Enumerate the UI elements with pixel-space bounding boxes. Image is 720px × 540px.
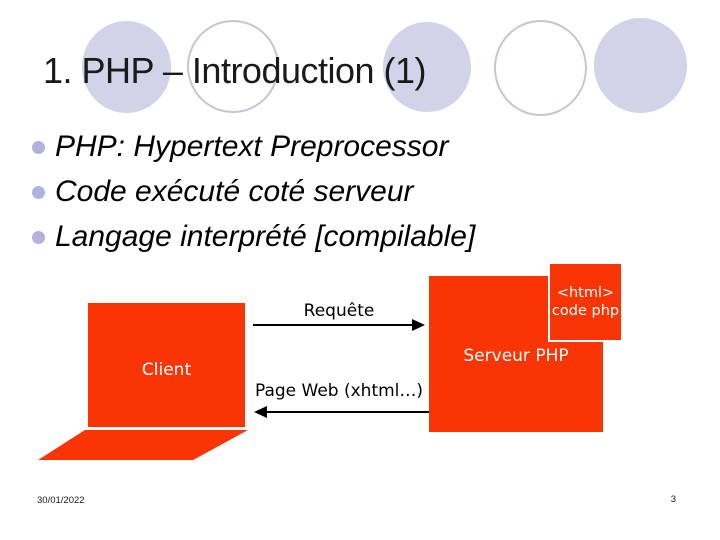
server-label: Serveur PHP	[463, 346, 569, 366]
code-box-line1: <html>	[556, 285, 615, 301]
request-arrow-line	[253, 324, 413, 326]
bullet-item: Langage interprété [compilable]	[30, 214, 475, 259]
bullet-list: PHP: Hypertext Preprocessor Code exécuté…	[30, 124, 475, 259]
client-label: Client	[141, 360, 192, 380]
bullet-text: Langage interprété [compilable]	[55, 220, 476, 253]
decorative-circle-1	[82, 21, 171, 113]
code-box-line2: code php	[551, 303, 620, 319]
decorative-circle-4	[494, 20, 587, 116]
bullet-dot-icon	[32, 231, 45, 244]
bullet-item: PHP: Hypertext Preprocessor	[30, 124, 475, 169]
response-arrow-line	[266, 411, 429, 413]
footer-date: 30/01/2022	[37, 495, 85, 506]
request-arrow-label: Requête	[303, 301, 375, 321]
bullet-text: Code exécuté coté serveur	[55, 175, 414, 208]
bullet-dot-icon	[32, 186, 45, 199]
decorative-circle-3	[383, 22, 471, 112]
client-laptop-keyboard-shape	[38, 430, 248, 460]
slide-title: 1. PHP – Introduction (1)	[43, 50, 427, 91]
bullet-item: Code exécuté coté serveur	[30, 169, 475, 214]
client-laptop-screen-shape	[88, 303, 245, 427]
bullet-dot-icon	[32, 141, 45, 154]
page-number: 3	[670, 494, 676, 505]
response-arrow-label: Page Web (xhtml…)	[254, 381, 424, 401]
html-code-box: <html> code php	[548, 264, 621, 342]
request-arrowhead-right-icon	[412, 319, 425, 331]
bullet-text: PHP: Hypertext Preprocessor	[55, 130, 449, 163]
decorative-circle-2	[187, 20, 279, 113]
decorative-circle-5	[594, 18, 687, 113]
response-arrowhead-left-icon	[254, 406, 267, 418]
